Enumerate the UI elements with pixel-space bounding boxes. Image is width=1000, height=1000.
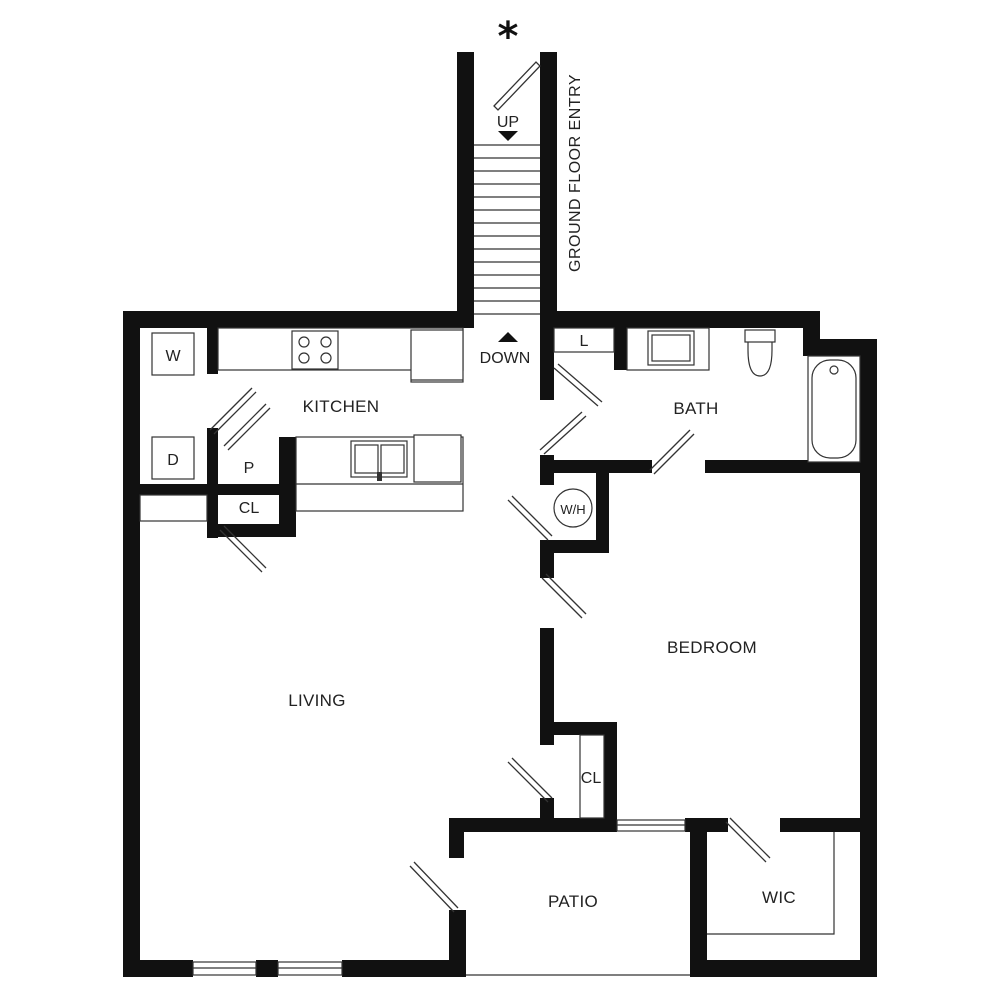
water-heater-label: W/H <box>560 502 585 517</box>
bathtub <box>807 355 861 463</box>
bedroom-closet-label: CL <box>581 770 602 787</box>
pantry-label: P <box>244 460 255 477</box>
washer-label: W <box>165 348 181 365</box>
vanity-sink <box>647 330 695 366</box>
staircase <box>457 52 557 342</box>
stair-down-label: DOWN <box>480 350 531 367</box>
sink <box>350 440 408 478</box>
entry-label: GROUND FLOOR ENTRY <box>567 74 584 272</box>
washer <box>151 332 195 376</box>
kitchen-label: KITCHEN <box>303 397 380 416</box>
bedroom-label: BEDROOM <box>667 638 757 657</box>
exterior-walls <box>123 311 877 977</box>
linen-label: L <box>580 333 589 350</box>
kitchen-closet-label: CL <box>239 500 260 517</box>
dryer-label: D <box>167 452 179 469</box>
doors <box>209 363 771 913</box>
bath-label: BATH <box>673 399 718 418</box>
entry-door-swing <box>493 61 541 111</box>
kitchen-fixtures <box>139 327 464 522</box>
refrigerator <box>410 329 464 383</box>
interior-walls <box>140 328 860 977</box>
living-label: LIVING <box>288 691 346 710</box>
stair-treads <box>474 144 540 315</box>
dishwasher <box>413 434 462 483</box>
dryer <box>151 436 195 480</box>
up-arrow-icon <box>498 131 518 141</box>
bath-fixtures <box>553 327 861 463</box>
patio-label: PATIO <box>548 892 598 911</box>
down-arrow-icon <box>498 332 518 342</box>
stair-up-label: UP <box>497 114 519 131</box>
wic-label: WIC <box>762 888 796 907</box>
entry-marker: * <box>498 14 519 60</box>
range <box>291 330 339 370</box>
water-heater <box>553 488 593 528</box>
